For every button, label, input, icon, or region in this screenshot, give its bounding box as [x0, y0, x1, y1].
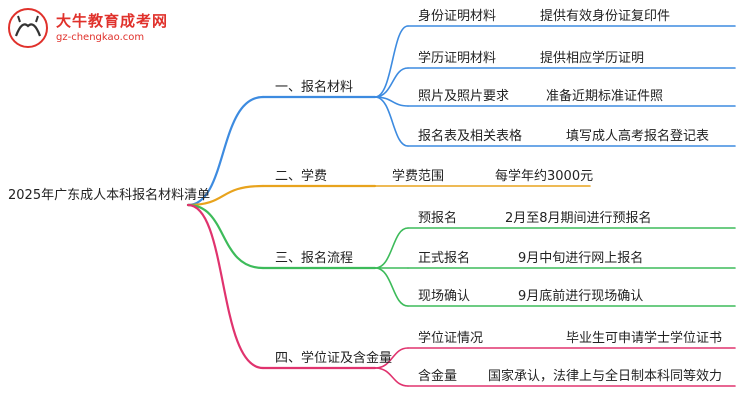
child-value: 2月至8月期间进行预报名	[505, 211, 652, 226]
child-value: 准备近期标准证件照	[546, 89, 664, 104]
logo-name: 大牛教育成考网	[56, 12, 169, 30]
child-connector	[374, 25, 409, 98]
child-connector	[374, 96, 409, 147]
branch-label: 一、报名材料	[275, 80, 354, 95]
branch-label: 三、报名流程	[275, 251, 354, 266]
branch-connector	[186, 203, 265, 370]
child-value: 填写成人高考报名登记表	[566, 129, 710, 144]
child-label: 学位证情况	[418, 331, 484, 346]
child-label: 学历证明材料	[418, 51, 497, 66]
child-value: 提供相应学历证明	[540, 51, 645, 66]
child-value: 9月中旬进行网上报名	[518, 251, 644, 266]
child-connector	[374, 227, 409, 269]
branch-label: 二、学费	[275, 169, 328, 184]
child-label: 照片及照片要求	[418, 89, 510, 104]
child-label: 报名表及相关表格	[418, 129, 523, 144]
branch-connector	[186, 95, 265, 207]
child-label: 现场确认	[418, 289, 471, 304]
child-label: 身份证明材料	[418, 9, 497, 24]
site-logo: 大牛教育成考网 gz-chengkao.com	[6, 4, 176, 54]
root-topic: 2025年广东成人本科报名材料清单	[8, 188, 211, 203]
child-value: 提供有效身份证复印件	[540, 9, 671, 24]
child-label: 学费范围	[392, 169, 445, 184]
logo-url: gz-chengkao.com	[56, 32, 145, 43]
child-label: 含金量	[418, 369, 458, 384]
child-value: 毕业生可申请学士学位证书	[566, 331, 723, 346]
branch-label: 四、学位证及含金量	[275, 351, 393, 366]
child-value: 每学年约3000元	[495, 169, 594, 184]
child-connector	[374, 67, 409, 98]
child-label: 预报名	[418, 211, 458, 226]
child-connector	[374, 267, 409, 307]
branch-connector	[186, 203, 265, 270]
branch-connector	[186, 184, 265, 207]
child-connector	[374, 347, 409, 369]
bull-logo-icon	[8, 8, 48, 48]
child-value: 9月底前进行现场确认	[518, 289, 644, 304]
child-label: 正式报名	[418, 251, 471, 266]
child-value: 国家承认，法律上与全日制本科同等效力	[488, 369, 723, 384]
child-connector	[374, 367, 409, 387]
